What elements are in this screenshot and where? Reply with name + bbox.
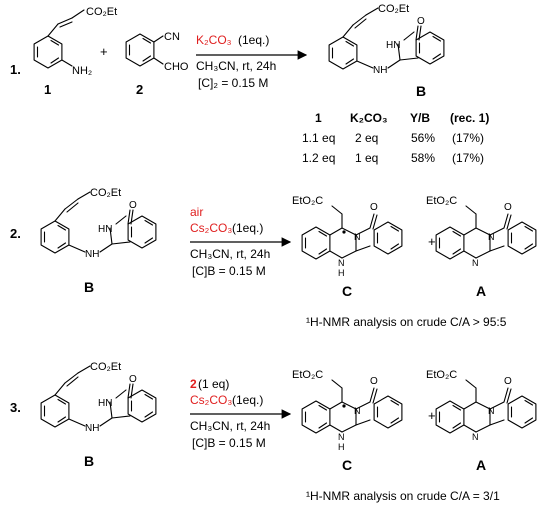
svg-text:[C]B = 0.15 M: [C]B = 0.15 M — [192, 436, 266, 450]
svg-text:N: N — [354, 232, 361, 242]
reagent-air: air — [190, 205, 203, 219]
svg-text:N: N — [472, 258, 479, 268]
product-c-row2: EtO₂C O N N H C — [292, 195, 402, 299]
compound-c-label: C — [342, 283, 352, 299]
svg-text:NH: NH — [85, 249, 99, 260]
svg-text:N: N — [488, 406, 495, 416]
row2-number: 2. — [10, 226, 21, 241]
compound-1-label: 1 — [44, 82, 51, 97]
svg-text:HN: HN — [98, 224, 112, 235]
product-a-row3: EtO₂C O N N A — [426, 369, 536, 473]
svg-text:NH: NH — [373, 65, 387, 76]
reagent-cs2co3: Cs₂CO₃ — [190, 393, 232, 407]
svg-text:[C]₂ = 0.15 M: [C]₂ = 0.15 M — [198, 76, 268, 90]
start-b-label: B — [84, 453, 94, 469]
svg-text:EtO₂C: EtO₂C — [426, 195, 457, 207]
compound-c-label: C — [342, 457, 352, 473]
svg-text:CO₂Et: CO₂Et — [90, 361, 121, 373]
svg-text:CH₃CN, rt, 24h: CH₃CN, rt, 24h — [190, 247, 270, 261]
row3-number: 3. — [10, 400, 21, 415]
compound-2: CN CHO 2 — [125, 31, 189, 97]
svg-text:56%: 56% — [411, 131, 435, 145]
svg-text:O: O — [129, 200, 137, 211]
svg-text:N: N — [354, 406, 361, 416]
row1-number: 1. — [10, 62, 21, 77]
plus-sign: + — [428, 234, 436, 249]
svg-text:CH₃CN, rt, 24h: CH₃CN, rt, 24h — [196, 59, 276, 73]
svg-text:CHO: CHO — [164, 61, 189, 73]
svg-text:2 eq: 2 eq — [355, 131, 378, 145]
svg-text:CN: CN — [164, 31, 180, 43]
table-row: 1.1 eq — [302, 131, 335, 145]
svg-text:(rec. 1): (rec. 1) — [450, 111, 489, 125]
svg-text:O: O — [370, 376, 378, 387]
product-a-row2: EtO₂C O N N A — [426, 195, 536, 299]
yield-table: 1 K₂CO₃ Y/B (rec. 1) 1.1 eq 2 eq 56% (17… — [302, 111, 489, 165]
svg-text:O: O — [417, 16, 425, 27]
compound-2-label: 2 — [136, 82, 143, 97]
svg-text:O: O — [504, 202, 512, 213]
svg-text:O: O — [504, 376, 512, 387]
svg-text:O: O — [370, 202, 378, 213]
svg-text:(1eq.): (1eq.) — [238, 33, 269, 47]
svg-text:H: H — [338, 268, 345, 278]
compound-a-label: A — [476, 457, 486, 473]
svg-text:CO₂Et: CO₂Et — [90, 187, 121, 199]
svg-text:EtO₂C: EtO₂C — [292, 369, 323, 381]
svg-text:N: N — [338, 432, 345, 442]
nmr-note-row3: ¹H-NMR analysis on crude C/A = 3/1 — [306, 489, 500, 503]
svg-text:NH: NH — [85, 423, 99, 434]
svg-text:EtO₂C: EtO₂C — [292, 195, 323, 207]
svg-text:K₂CO₃: K₂CO₃ — [350, 111, 388, 125]
compound-1: CO₂Et NH₂ 1 — [33, 6, 117, 97]
svg-text:EtO₂C: EtO₂C — [426, 369, 457, 381]
svg-text:CH₃CN, rt, 24h: CH₃CN, rt, 24h — [190, 419, 270, 433]
svg-text:CO₂Et: CO₂Et — [86, 6, 117, 18]
svg-text:N: N — [472, 432, 479, 442]
start-b-row2: CO₂Et HN NH O B — [41, 187, 156, 295]
start-b-row3: CO₂Et HN NH O B — [41, 361, 156, 469]
product-b-row1: CO₂Et HN NH O B — [329, 3, 444, 99]
svg-text:(1eq.): (1eq.) — [232, 393, 263, 407]
reagent-cs2co3: Cs₂CO₃ — [190, 221, 232, 235]
reagent-2: 2 — [190, 377, 197, 391]
svg-text:[C]B = 0.15 M: [C]B = 0.15 M — [192, 264, 266, 278]
compound-a-label: A — [476, 283, 486, 299]
svg-text:O: O — [129, 374, 137, 385]
product-c-row3: EtO₂C O N N H C — [292, 369, 402, 473]
compound-b-label: B — [416, 83, 426, 99]
plus-sign: + — [100, 44, 108, 59]
svg-text:Y/B: Y/B — [410, 111, 430, 125]
svg-text:1 eq: 1 eq — [355, 151, 378, 165]
svg-text:58%: 58% — [411, 151, 435, 165]
reagent-k2co3: K₂CO₃ — [196, 33, 232, 47]
nmr-note-row2: ¹H-NMR analysis on crude C/A > 95:5 — [306, 315, 507, 329]
svg-text:1: 1 — [315, 111, 322, 125]
svg-text:(1 eq): (1 eq) — [198, 377, 229, 391]
svg-text:N: N — [488, 232, 495, 242]
svg-text:NH₂: NH₂ — [72, 65, 92, 77]
svg-text:HN: HN — [98, 398, 112, 409]
svg-text:(17%): (17%) — [452, 131, 484, 145]
svg-text:HN: HN — [386, 40, 400, 51]
svg-text:H: H — [338, 442, 345, 452]
table-row: 1.2 eq — [302, 151, 335, 165]
svg-text:CO₂Et: CO₂Et — [378, 3, 409, 15]
svg-text:N: N — [338, 258, 345, 268]
svg-text:(1eq.): (1eq.) — [232, 221, 263, 235]
svg-text:(17%): (17%) — [452, 151, 484, 165]
start-b-label: B — [84, 279, 94, 295]
plus-sign: + — [428, 408, 436, 423]
